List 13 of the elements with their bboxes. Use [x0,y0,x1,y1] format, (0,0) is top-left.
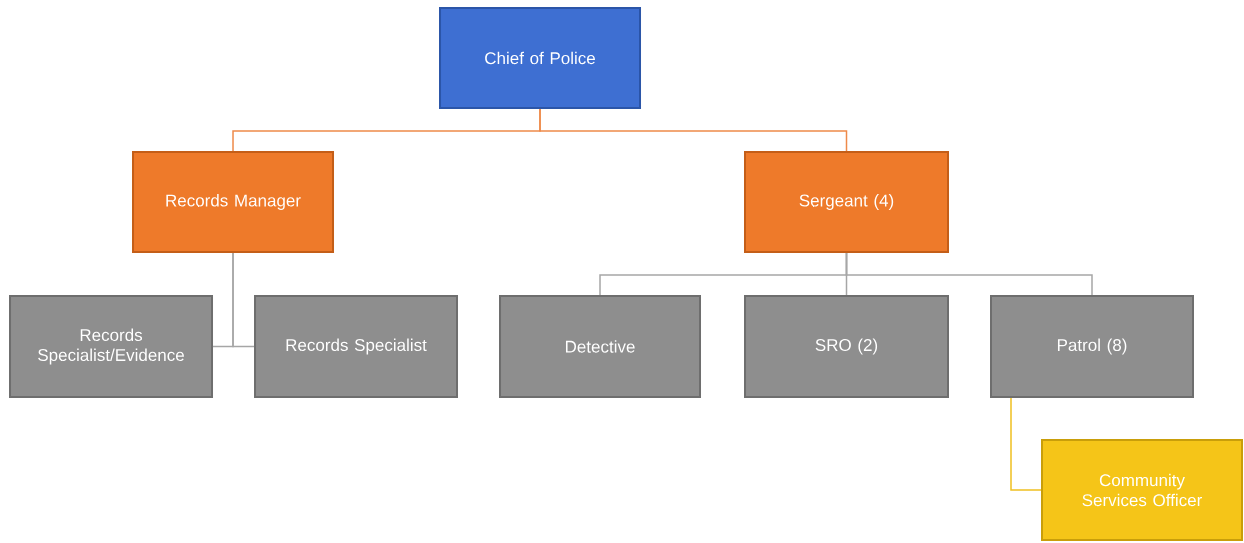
org-box: Records Specialist/Evidence [9,295,213,398]
org-box: Detective [499,295,701,398]
org-box: Sergeant (4) [744,151,949,253]
connector-line [232,252,255,348]
org-box: Records Specialist [254,295,458,398]
connector-line [539,108,848,152]
org-box: Community Services Officer [1041,439,1243,541]
org-box: Records Manager [132,151,334,253]
org-box: Chief of Police [439,7,641,109]
connector-line [845,252,1093,296]
connector-line [1010,397,1042,491]
org-box: SRO (2) [744,295,949,398]
org-box: Patrol (8) [990,295,1194,398]
